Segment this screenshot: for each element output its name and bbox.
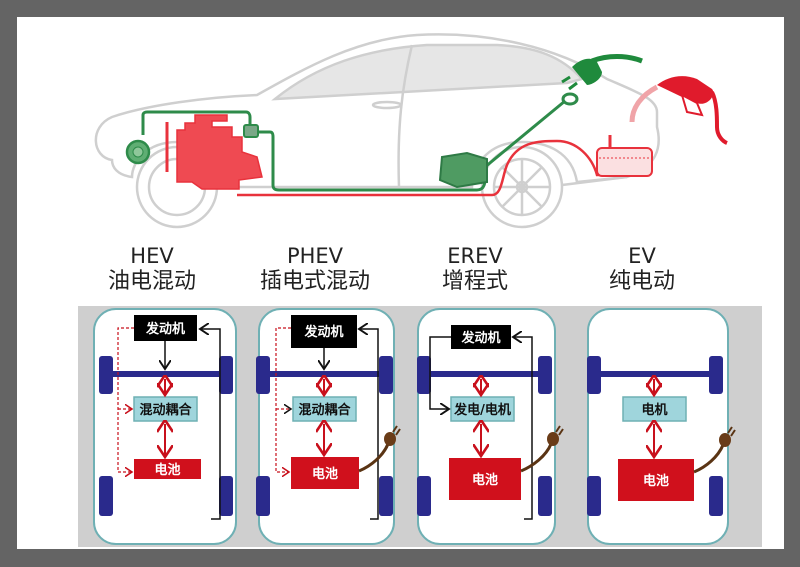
fuel-tank-icon bbox=[596, 135, 653, 177]
diagram-ev: 电机 电池 bbox=[587, 308, 736, 545]
battery-box bbox=[134, 459, 201, 479]
electric-wiring bbox=[141, 99, 566, 192]
charging-port-icon bbox=[561, 92, 579, 106]
motor-label: 电机 bbox=[641, 402, 667, 418]
coupler-box bbox=[292, 396, 357, 422]
type-code: EV bbox=[628, 244, 656, 268]
type-name: 纯电动 bbox=[608, 269, 675, 294]
wheel-rear-left bbox=[587, 476, 601, 516]
plug-icon bbox=[520, 425, 564, 473]
type-label-phev: PHEV 插电式混动 bbox=[230, 243, 400, 295]
car-body-icon bbox=[94, 33, 660, 229]
front-axle bbox=[270, 371, 379, 377]
engine-label: 发动机 bbox=[303, 324, 343, 340]
front-axle bbox=[431, 371, 538, 377]
coupler-label: 混动耦合 bbox=[298, 402, 351, 418]
type-label-erev: EREV 增程式 bbox=[390, 243, 560, 295]
battery-box bbox=[618, 459, 694, 501]
engine-label: 发动机 bbox=[460, 330, 500, 346]
wheel-rear-left bbox=[256, 476, 270, 516]
diagram-hev: 发动机 混动耦合 电池 bbox=[93, 308, 237, 545]
wheel-rear-right bbox=[219, 476, 233, 516]
wheel-front-right bbox=[379, 356, 393, 394]
wheel-rear-right bbox=[538, 476, 552, 516]
type-code: EREV bbox=[447, 244, 503, 268]
front-axle bbox=[601, 371, 709, 377]
wheel-front-right bbox=[538, 356, 552, 394]
engine-box bbox=[134, 315, 197, 341]
generator-motor-label: 发电/电机 bbox=[453, 402, 511, 418]
wheel-front-left bbox=[256, 356, 270, 394]
wheel-front-right bbox=[709, 356, 723, 394]
type-name: 增程式 bbox=[441, 269, 508, 294]
diagram-phev: 发动机 混动耦合 电池 bbox=[256, 308, 401, 545]
motor-icon bbox=[125, 139, 151, 165]
battery-pack-icon bbox=[438, 151, 488, 189]
engine-box bbox=[451, 325, 511, 349]
type-name: 油电混动 bbox=[107, 269, 196, 294]
engine-icon bbox=[165, 114, 263, 190]
wheel-front-left bbox=[417, 356, 431, 394]
battery-box bbox=[291, 457, 359, 489]
diagram-frame: HEV 油电混动 PHEV 插电式混动 EREV 增程式 EV 纯电动 bbox=[17, 17, 784, 549]
type-code: HEV bbox=[130, 244, 174, 268]
wheel-rear-right bbox=[379, 476, 393, 516]
battery-label: 电池 bbox=[312, 466, 338, 482]
battery-label: 电池 bbox=[472, 472, 498, 488]
battery-box bbox=[449, 458, 521, 500]
car-illustration bbox=[94, 33, 728, 229]
battery-label: 电池 bbox=[643, 473, 669, 489]
fuel-nozzle-icon bbox=[629, 76, 728, 145]
wheel-front-right bbox=[219, 356, 233, 394]
drivetrain-diagrams: 发动机 混动耦合 电池 发动机 bbox=[93, 308, 736, 545]
charging-plug-icon bbox=[561, 54, 643, 91]
wheel-front-left bbox=[587, 356, 601, 394]
battery-label: 电池 bbox=[154, 462, 180, 478]
type-code: PHEV bbox=[286, 244, 344, 268]
chassis-outline bbox=[587, 308, 729, 545]
drivetrain-panel: 发动机 混动耦合 电池 发动机 bbox=[78, 306, 762, 547]
fuel-line bbox=[237, 139, 612, 197]
type-name: 插电式混动 bbox=[259, 269, 370, 294]
wheel-rear-left bbox=[417, 476, 431, 516]
type-label-ev: EV 纯电动 bbox=[557, 243, 727, 295]
controller-icon bbox=[243, 124, 259, 138]
engine-label: 发动机 bbox=[145, 321, 185, 337]
plug-icon bbox=[358, 425, 401, 473]
wheel-rear-left bbox=[99, 476, 113, 516]
wheel-rear-right bbox=[709, 476, 723, 516]
engine-box bbox=[291, 315, 357, 348]
type-label-hev: HEV 油电混动 bbox=[67, 243, 237, 295]
coupler-label: 混动耦合 bbox=[139, 402, 192, 418]
generator-motor-box bbox=[450, 396, 515, 422]
plug-icon bbox=[693, 426, 736, 474]
front-axle bbox=[113, 371, 219, 377]
wheel-front-left bbox=[99, 356, 113, 394]
diagram-erev: 发动机 发电/电机 电池 bbox=[417, 308, 564, 545]
